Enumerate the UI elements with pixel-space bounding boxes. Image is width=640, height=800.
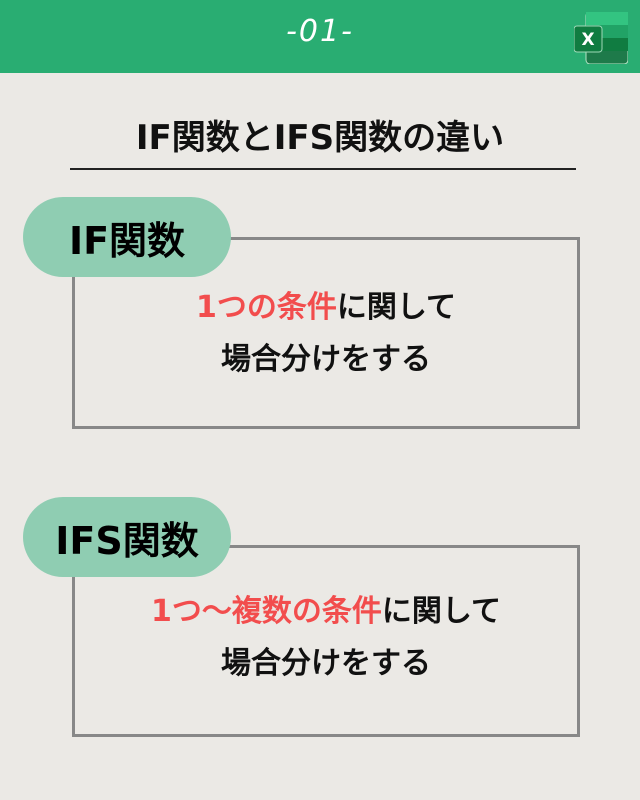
page-number: -01- bbox=[286, 14, 354, 49]
header-bar: -01- X bbox=[0, 0, 640, 73]
svg-text:X: X bbox=[581, 30, 594, 50]
if-label-pill: IF関数 bbox=[23, 197, 231, 277]
ifs-card bbox=[72, 545, 580, 737]
if-highlight: 1つの条件 bbox=[196, 290, 337, 325]
ifs-text-line2: 場合分けをする bbox=[221, 646, 431, 681]
ifs-text: に関して bbox=[381, 594, 501, 629]
title-divider bbox=[70, 168, 576, 170]
if-description: 1つの条件に関して 場合分けをする bbox=[72, 282, 580, 386]
excel-icon: X bbox=[574, 12, 628, 64]
ifs-highlight: 1つ〜複数の条件 bbox=[151, 594, 382, 629]
if-text-line2: 場合分けをする bbox=[221, 342, 431, 377]
if-text: に関して bbox=[336, 290, 456, 325]
ifs-description: 1つ〜複数の条件に関して 場合分けをする bbox=[72, 586, 580, 690]
ifs-label-pill: IFS関数 bbox=[23, 497, 231, 577]
if-card bbox=[72, 237, 580, 429]
page-title: IF関数とIFS関数の違い bbox=[135, 118, 505, 158]
